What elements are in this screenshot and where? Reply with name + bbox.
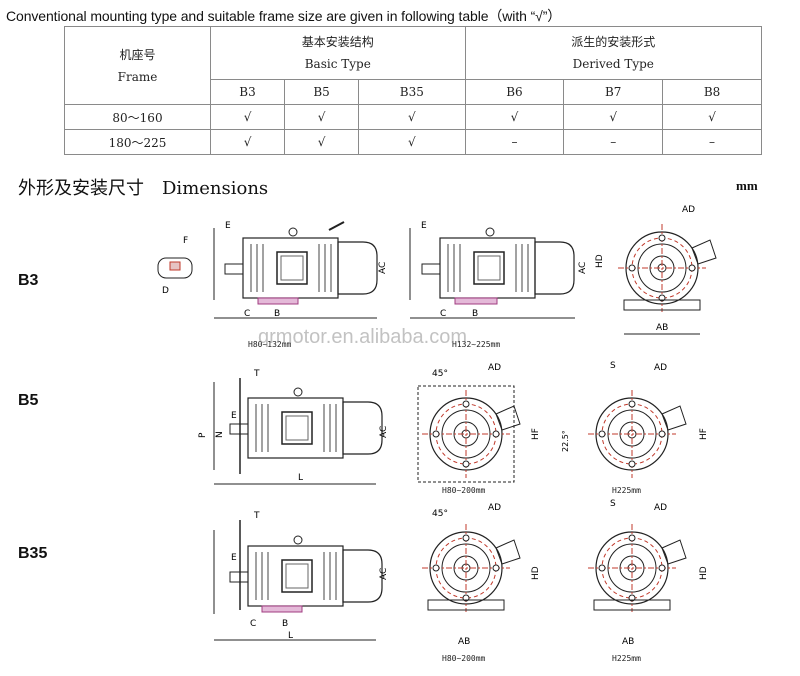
svg-text:E: E	[421, 221, 427, 231]
table-cell: √	[464, 104, 565, 130]
b3-side-view-small: E C B AC	[213, 221, 388, 319]
svg-text:AC: AC	[379, 426, 389, 438]
svg-text:AD: AD	[682, 205, 695, 215]
row-label-b3: B3	[18, 272, 39, 289]
col-header: B3	[209, 79, 286, 105]
svg-text:B: B	[282, 619, 288, 629]
svg-text:C: C	[244, 309, 250, 319]
dimensions-heading: 外形及安装尺寸 Dimensions	[18, 174, 268, 200]
svg-text:P: P	[198, 432, 208, 438]
svg-text:B: B	[472, 309, 478, 319]
frame-cell: 180～225	[64, 129, 211, 155]
svg-text:L: L	[298, 473, 303, 483]
table-cell: √	[209, 129, 286, 155]
b35-end-view: 45° AD AB HD	[421, 503, 541, 647]
derived-type-header: 派生的安装形式 Derived Type	[464, 26, 763, 80]
basic-type-en: Basic Type	[304, 57, 371, 71]
svg-text:F: F	[183, 236, 188, 246]
dimensions-heading-zh: 外形及安装尺寸	[18, 178, 144, 199]
frame-cell: 80～160	[64, 104, 211, 130]
svg-text:HD: HD	[699, 566, 709, 580]
row-label-b5: B5	[18, 392, 39, 409]
svg-text:45°: 45°	[432, 369, 448, 379]
svg-text:AD: AD	[654, 503, 667, 513]
unit-label: mm	[736, 178, 758, 193]
caption-b35-mid: H80~200mm	[442, 654, 486, 663]
table-cell: √	[358, 129, 466, 155]
frame-header: 机座号 Frame	[64, 26, 211, 105]
b5-end-view: 45° AD HF	[417, 363, 541, 483]
table-cell: –	[563, 129, 664, 155]
b35-end-view-h225: S AD AB HD	[587, 499, 709, 647]
svg-text:AC: AC	[578, 262, 588, 274]
b3-shaft-detail: F D	[157, 236, 193, 296]
svg-text:22.5°: 22.5°	[561, 430, 570, 452]
mounting-table: 机座号 Frame 基本安装结构 Basic Type 派生的安装形式 Deri…	[64, 26, 763, 155]
watermark: qrmotor.en.alibaba.com	[258, 326, 468, 348]
col-header: B35	[358, 79, 466, 105]
svg-text:AB: AB	[622, 637, 634, 647]
svg-text:AB: AB	[656, 323, 668, 333]
b35-side-view: T E C B L AC	[213, 511, 389, 641]
table-cell: √	[284, 129, 360, 155]
b5-end-view-h225: S AD 22.5° HF	[561, 361, 709, 479]
table-cell: –	[662, 129, 762, 155]
svg-text:T: T	[253, 511, 260, 521]
svg-text:HD: HD	[531, 566, 541, 580]
table-cell: √	[209, 104, 286, 130]
svg-text:AD: AD	[654, 363, 667, 373]
svg-text:S: S	[610, 499, 616, 509]
svg-text:E: E	[231, 411, 237, 421]
svg-text:HF: HF	[699, 428, 709, 440]
intro-text: Conventional mounting type and suitable …	[6, 8, 562, 24]
svg-text:S: S	[610, 361, 616, 371]
dimensions-heading-en: Dimensions	[162, 178, 269, 199]
svg-text:AD: AD	[488, 363, 501, 373]
svg-text:E: E	[225, 221, 231, 231]
table-row: 80～160 √ √ √ √ √ √	[64, 104, 762, 130]
derived-type-zh: 派生的安装形式	[571, 35, 656, 49]
svg-text:AC: AC	[379, 568, 389, 580]
b5-side-view: T E P N L AC	[198, 369, 389, 485]
svg-text:HF: HF	[531, 428, 541, 440]
frame-header-en: Frame	[117, 69, 158, 84]
table-cell: √	[563, 104, 664, 130]
frame-header-zh: 机座号	[119, 47, 156, 62]
col-header: B6	[464, 79, 565, 105]
svg-text:B: B	[274, 309, 280, 319]
col-header: B5	[284, 79, 360, 105]
caption-b35-right: H225mm	[612, 654, 641, 663]
svg-text:45°: 45°	[432, 509, 448, 519]
b3-end-view: AB AD HD	[595, 205, 717, 335]
row-label-b35: B35	[18, 545, 48, 562]
derived-type-en: Derived Type	[572, 57, 654, 71]
svg-text:C: C	[250, 619, 256, 629]
svg-text:C: C	[440, 309, 446, 319]
svg-text:D: D	[162, 286, 169, 296]
table-row: 180～225 √ √ √ – – –	[64, 129, 762, 155]
caption-b3-mid: H132~225mm	[452, 340, 501, 349]
svg-text:HD: HD	[595, 254, 605, 268]
caption-b5-right: H225mm	[612, 486, 641, 495]
svg-text:AC: AC	[378, 262, 388, 274]
b3-side-view-large: E C B AC	[409, 221, 588, 319]
svg-text:E: E	[231, 553, 237, 563]
caption-b3-left: H80~132mm	[248, 340, 292, 349]
caption-b5-mid: H80~200mm	[442, 486, 486, 495]
svg-text:AB: AB	[458, 637, 470, 647]
svg-text:AD: AD	[488, 503, 501, 513]
basic-type-zh: 基本安装结构	[301, 35, 374, 49]
svg-text:N: N	[215, 431, 225, 438]
svg-text:L: L	[288, 631, 293, 641]
svg-text:T: T	[253, 369, 260, 379]
table-cell: –	[464, 129, 565, 155]
